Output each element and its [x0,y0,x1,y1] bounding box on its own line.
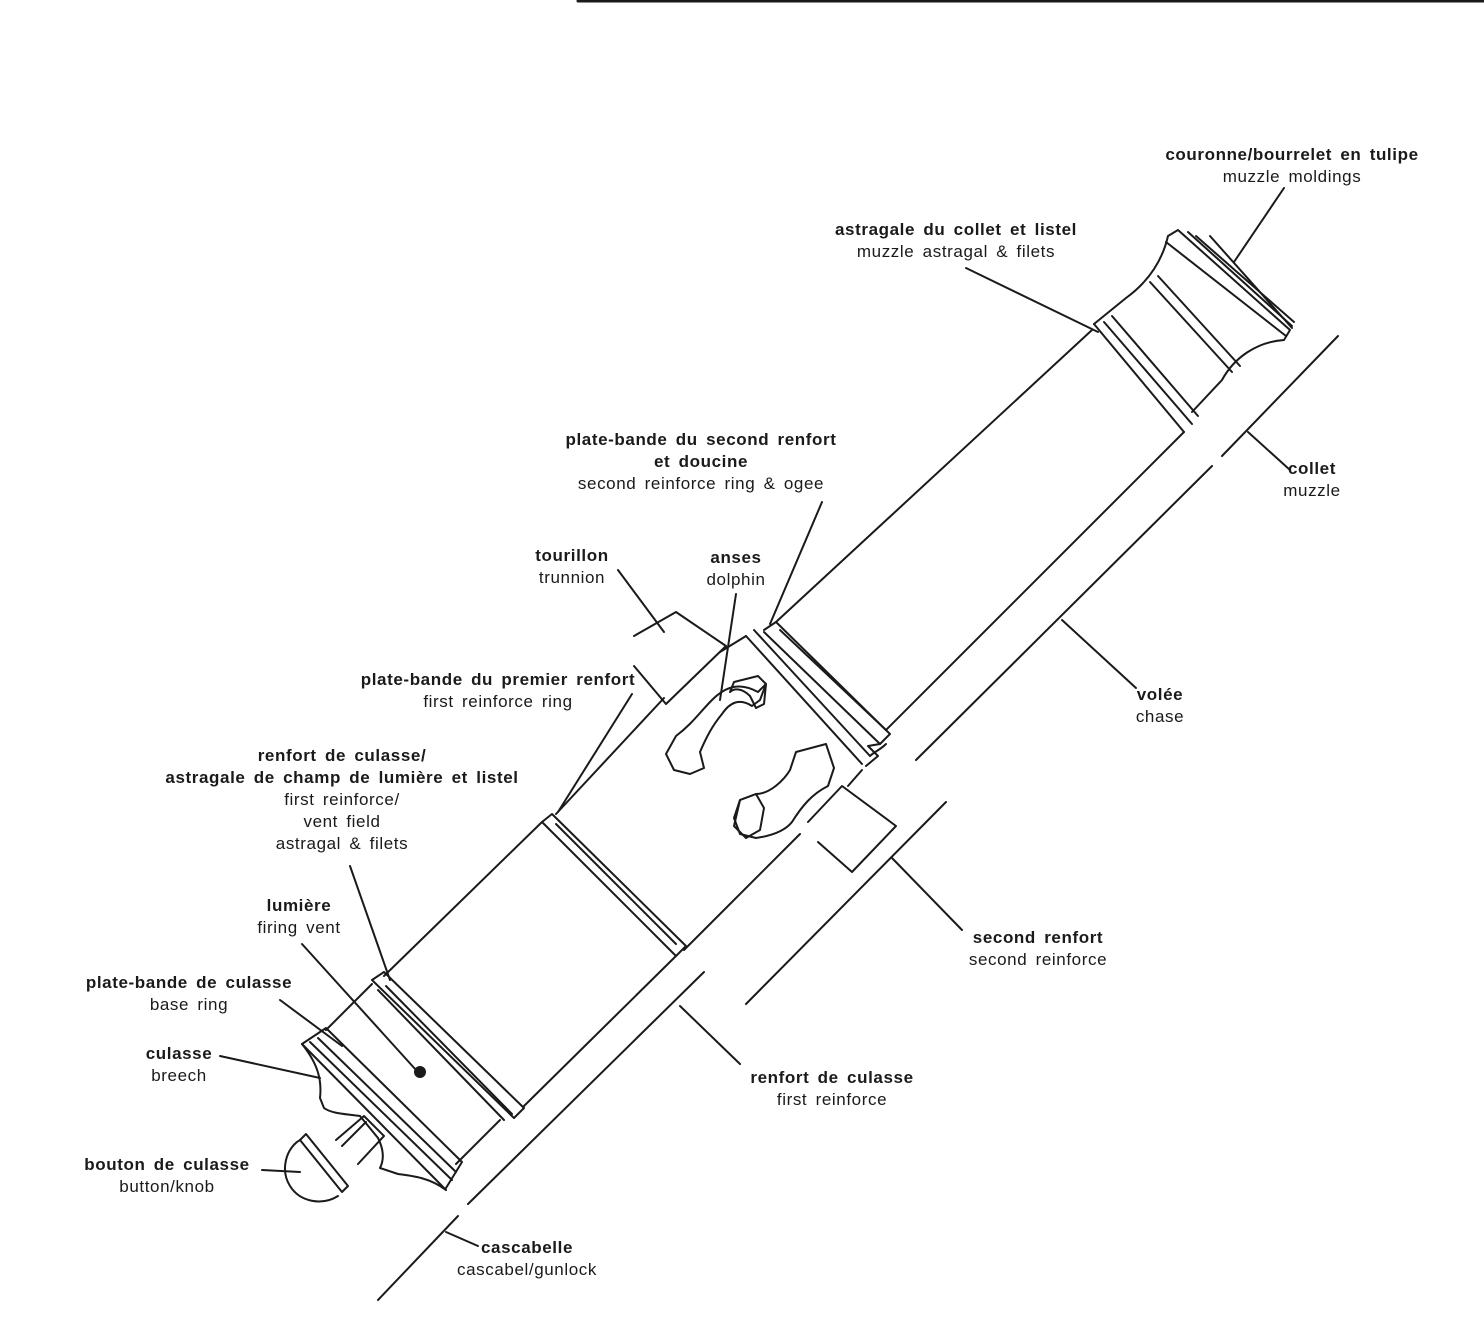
dolphin-bottom [733,743,835,839]
dim-renfort-culasse [467,971,705,1205]
label-collet: collet muzzle [1283,459,1341,500]
muzzle-astragal-3 [1111,315,1199,417]
second-ring-2 [753,629,871,757]
chase-top [775,329,1093,623]
label-plate-bande-premier: plate-bande du premier renfort first rei… [360,670,636,711]
dolphin-top [665,683,767,775]
muzzle-molding-1 [1165,241,1287,337]
dolphin-top-head [729,675,767,709]
label-culasse: culasse breech [145,1044,213,1085]
leader-renfort-astragale [349,865,391,981]
label-renfort-culasse-astragale: renfort de culasse/ astragale de champ d… [165,746,519,853]
base-ring [301,1027,463,1189]
leader-couronne [1233,187,1285,263]
second-ring-1 [745,635,863,765]
leader-bouton [261,1169,301,1173]
leader-renfort-culasse [679,1005,741,1065]
vent-astragal-2 [385,985,513,1115]
second-ring-3 [763,631,881,745]
dim-second-renfort [745,801,947,1005]
label-renfort-culasse: renfort de culasse first reinforce [750,1068,914,1109]
leader-cascabelle [445,1231,479,1247]
trunnion-top [633,611,727,705]
leader-culasse [219,1055,321,1079]
base-ring-2 [309,1041,453,1181]
base-ring-3 [317,1037,457,1173]
breech-bottom [455,1119,501,1165]
leader-plate-bande-second [769,501,823,625]
muzzle-face [1209,235,1293,329]
muzzle-ring-2 [1157,275,1241,367]
vent-astragal-1 [377,989,505,1121]
leader-tourillon [617,569,665,633]
breech-cap [301,1043,447,1191]
first-ring [541,813,687,957]
label-lumiere: lumière firing vent [257,896,341,937]
label-couronne: couronne/bourrelet en tulipe muzzle mold… [1165,145,1419,186]
label-plate-bande-second: plate-bande du second renfort et doucine… [565,430,837,493]
second-reinforce-bottom-2 [683,833,801,951]
leader-lumiere [301,943,417,1071]
label-anses: anses dolphin [706,548,766,589]
firing-vent-dot [414,1066,426,1078]
cascabel-neck [335,1115,385,1165]
leader-plate-bande-premier [557,693,633,813]
muzzle-astragal-1 [1093,323,1185,433]
chase-bottom [885,431,1185,731]
muzzle-astragal-2 [1103,321,1193,425]
label-tourillon: tourillon trunnion [535,546,609,587]
first-ring-inner [555,823,677,945]
label-volee: volée chase [1135,685,1185,726]
first-reinforce-bottom [523,955,677,1107]
vent-astragal [371,971,525,1119]
label-cascabelle: cascabelle cascabel/gunlock [456,1238,597,1279]
muzzle-tulip-outline [1093,229,1291,413]
leader-second-renfort [891,857,963,931]
second-reinforce-top-2 [555,697,665,815]
cascabel-neck-line [341,1121,367,1147]
dim-volee [915,465,1213,761]
dolphin-bottom-tail [733,793,765,839]
second-ring-4 [779,629,887,731]
dim-collet [1221,335,1339,457]
label-bouton: bouton de culasse button/knob [84,1155,250,1196]
second-reinforce-top [719,635,747,653]
second-ring-ogee [869,743,887,757]
leader-astragale-collet [965,267,1099,333]
leader-anses [719,593,737,701]
leader-collet [1247,431,1291,471]
muzzle-molding-2 [1187,231,1293,327]
leader-plate-bande-culasse [279,999,343,1047]
label-second-renfort: second renfort second reinforce [968,928,1108,969]
leader-volee [1061,619,1137,689]
label-plate-bande-culasse: plate-bande de culasse base ring [85,973,293,1014]
dim-cascabelle [377,1215,459,1301]
muzzle-molding-3 [1195,235,1295,323]
base-ring-1 [301,1043,447,1191]
cascabel-ball [284,1139,339,1203]
label-astragale-collet: astragale du collet et listel muzzle ast… [835,220,1077,261]
second-reinforce-bottom [847,769,863,787]
first-reinforce-top [383,821,543,977]
breech-top [325,983,373,1031]
cascabel-knob [299,1133,349,1193]
trunnion-bottom [807,785,897,873]
muzzle-ring-1 [1149,281,1233,373]
